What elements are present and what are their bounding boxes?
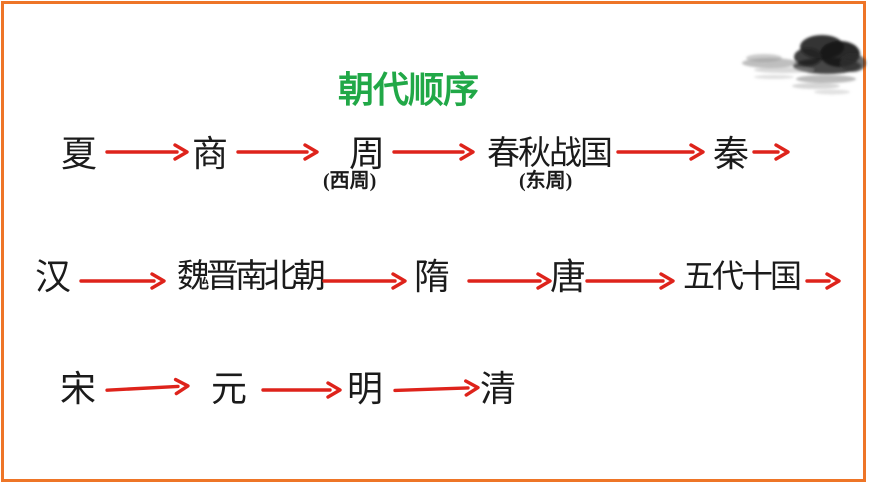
- dynasty-label: 五代十国: [683, 258, 802, 294]
- dynasty-sub-label: (东周): [519, 170, 573, 192]
- arrow-icon: [322, 272, 407, 290]
- arrow-icon: [79, 272, 166, 290]
- dynasty-label: 秦: [713, 134, 750, 174]
- dynasty-label: 元: [211, 369, 248, 409]
- arrow-icon: [261, 381, 342, 399]
- dynasty-label: 明: [347, 369, 384, 409]
- dynasty-label: 隋: [414, 257, 451, 297]
- dynasty-label: 唐: [550, 257, 587, 297]
- dynasty-label: 汉: [35, 257, 72, 297]
- dynasty-label: 商: [192, 134, 229, 174]
- arrow-icon: [616, 143, 705, 161]
- dynasty-label: 清: [480, 369, 517, 409]
- arrow-icon: [105, 143, 189, 161]
- arrow-icon: [393, 379, 480, 397]
- page-title: 朝代顺序: [338, 69, 479, 110]
- arrow-icon: [392, 143, 475, 161]
- dynasty-label: 魏晋南北朝: [177, 259, 326, 295]
- arrow-icon: [236, 143, 319, 161]
- arrow-icon: [752, 143, 790, 161]
- dynasty-sub-label: (西周): [323, 170, 377, 192]
- arrow-icon: [585, 272, 675, 290]
- dynasty-label: 宋: [60, 369, 97, 409]
- dynasty-label: 周: [349, 134, 386, 174]
- dynasty-label: 夏: [61, 134, 98, 174]
- arrow-icon: [805, 272, 841, 290]
- dynasty-label: 春秋战国: [487, 136, 613, 172]
- arrow-icon: [467, 272, 552, 290]
- arrow-icon: [105, 377, 190, 396]
- ink-landscape-icon: [742, 35, 866, 95]
